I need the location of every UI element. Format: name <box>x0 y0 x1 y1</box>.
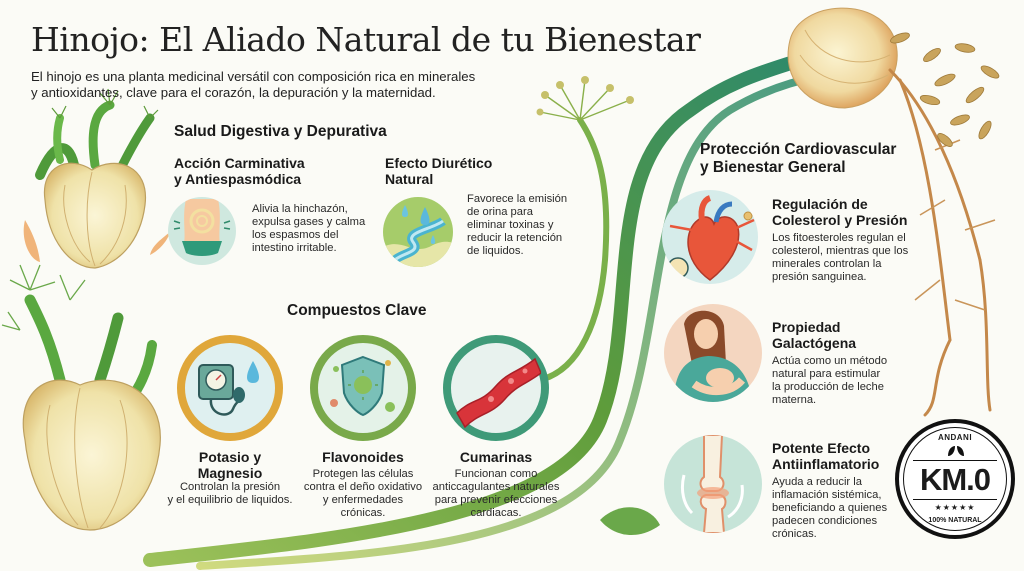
desc-line: para prevenir efecciones <box>434 494 558 506</box>
item-title: Acción Carminativa <box>174 155 305 171</box>
desc-line: expulsa gases y calma <box>252 216 366 228</box>
cardio-item-antiinflamatorio: Potente Efecto Antiinflamatorio Ayuda a … <box>772 440 887 541</box>
desc-line: presión sanguinea. <box>772 271 867 283</box>
leaf-icon <box>948 446 964 456</box>
desc-line: Controlan la presión <box>179 481 281 493</box>
desc-line: de orina para <box>467 206 533 218</box>
page-title: Hinojo: El Aliado Natural de tu Bienesta… <box>31 20 701 59</box>
desc-line: reducir la retención <box>467 232 563 244</box>
shield-icon <box>310 335 416 441</box>
stamp-inner-ring <box>903 427 1007 531</box>
desc-line: crónicas. <box>340 507 386 519</box>
section-heading-compounds: Compuestos Clave <box>287 302 427 319</box>
desc-line: inflamación sistémica, <box>772 489 882 501</box>
item-description: Alivia la hinchazón, expulsa gases y cal… <box>252 203 365 255</box>
desc-line: y el equilibrio de liquidos. <box>167 494 293 506</box>
knee-joint-icon <box>664 435 762 533</box>
item-title: Propiedad <box>772 319 841 335</box>
desc-line: la producción de leche <box>772 381 884 393</box>
desc-line: Actúa como un método <box>772 355 888 367</box>
desc-line: beneficiando a quienes <box>772 502 888 514</box>
desc-line: anticcagulantes naturales <box>432 481 560 493</box>
desc-line: minerales controlan la <box>772 258 882 270</box>
heading-line: Protección Cardiovascular <box>700 141 897 158</box>
page-subtitle: El hinojo es una planta medicinal versát… <box>31 69 531 101</box>
digestive-item-diuretic: Efecto Diurético Natural <box>385 155 535 187</box>
item-description: Favorece la emisión de orina para elimin… <box>467 193 567 258</box>
desc-line: crónicas. <box>772 528 817 540</box>
cardio-item-cholesterol: Regulación de Colesterol y Presión Los f… <box>772 196 908 284</box>
stamp-divider <box>913 460 997 461</box>
km0-stamp-logo: ANDANI KM.0 ★★★★★ 100% NATURAL <box>895 419 1015 539</box>
desc-line: y enfermedades <box>322 494 404 506</box>
desc-line: natural para estimular <box>772 368 881 380</box>
stamp-brand: ANDANI <box>937 433 973 442</box>
desc-line: Favorece la emisión <box>467 193 568 205</box>
desc-line: Funcionan como <box>454 468 538 480</box>
desc-line: padecen condiciones <box>772 515 878 527</box>
item-title: Natural <box>385 171 434 187</box>
item-title: Galactógena <box>772 335 857 351</box>
item-title: Potente Efecto <box>772 440 871 456</box>
item-title: Antiinflamatorio <box>772 456 880 472</box>
desc-line: de liquidos. <box>467 245 524 257</box>
stamp-stars: ★★★★★ <box>934 503 976 512</box>
section-heading-cardio: Protección Cardiovascular y Bienestar Ge… <box>700 141 896 177</box>
stamp-bottom-text: 100% NATURAL <box>928 517 982 524</box>
cardio-item-galactogena: Propiedad Galactógena Actúa como un méto… <box>772 319 887 407</box>
item-title: Magnesio <box>197 465 263 481</box>
desc-line: los espasmos del <box>252 229 339 241</box>
item-title: Cumarinas <box>459 449 533 465</box>
stamp-divider <box>913 499 997 500</box>
blood-vessel-icon <box>443 335 549 441</box>
desc-line: Ayuda a reducir la <box>772 476 862 488</box>
stamp-main-text: KM.0 <box>919 462 991 497</box>
water-river-icon <box>383 197 453 267</box>
desc-line: eliminar toxinas y <box>467 219 554 231</box>
heart-icon <box>662 190 758 284</box>
digestive-item-carminative: Acción Carminativa y Antiespasmódica <box>174 155 374 187</box>
item-title: Colesterol y Presión <box>772 212 908 228</box>
compound-cumarinas: Cumarinas Funcionan como anticcagulantes… <box>416 449 576 520</box>
heading-line: y Bienestar General <box>700 159 846 176</box>
item-title: Potasio y <box>198 449 262 465</box>
subtitle-line: y antioxidantes, clave para el corazón, … <box>31 85 436 100</box>
desc-line: Los fitoesteroles regulan el <box>772 232 906 244</box>
item-title: y Antiespasmódica <box>174 171 302 187</box>
stomach-icon <box>168 197 236 265</box>
desc-line: intestino irritable. <box>252 242 337 254</box>
blood-pressure-icon <box>177 335 283 441</box>
desc-line: materna. <box>772 394 817 406</box>
desc-line: Alivia la hinchazón, <box>252 203 348 215</box>
item-title: Flavonoides <box>322 449 404 465</box>
item-title: Efecto Diurético <box>385 155 493 171</box>
item-title: Regulación de <box>772 196 868 212</box>
compound-flavonoides: Flavonoides Protegen las células contra … <box>283 449 443 520</box>
desc-line: contra el deño oxidativo <box>303 481 423 493</box>
subtitle-line: El hinojo es una planta medicinal versát… <box>31 69 476 84</box>
compound-potasio: Potasio y Magnesio Controlan la presión … <box>150 449 310 507</box>
desc-line: colesterol, mientras que los <box>772 245 909 257</box>
desc-line: cardiacas. <box>470 507 522 519</box>
breastfeeding-icon <box>664 304 762 402</box>
desc-line: Protegen las células <box>312 468 414 480</box>
section-heading-digestive: Salud Digestiva y Depurativa <box>174 123 387 140</box>
